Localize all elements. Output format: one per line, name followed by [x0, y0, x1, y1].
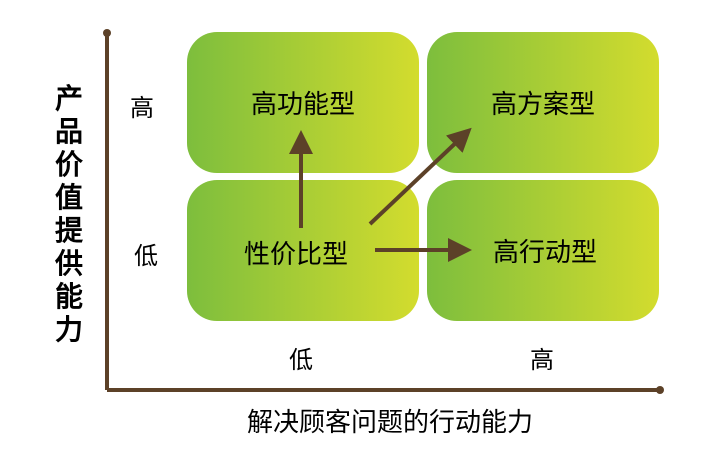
- arrow-diagonal: [368, 127, 472, 226]
- y-axis-end: [103, 29, 111, 37]
- quadrant-high-action: 高行动型: [427, 180, 659, 321]
- quadrant-label: 高行动型: [492, 238, 597, 268]
- y-tick-high: 高: [130, 94, 154, 122]
- quadrant-label: 性价比型: [243, 240, 348, 270]
- x-axis-label: 解决顾客问题的行动能力: [246, 408, 533, 438]
- x-tick-high: 高: [530, 346, 554, 374]
- x-tick-low: 低: [289, 346, 313, 374]
- x-axis-end: [656, 386, 664, 394]
- quadrant-label: 高方案型: [490, 90, 595, 120]
- y-tick-low: 低: [134, 242, 158, 270]
- y-axis-label: 产品价值提供能力: [54, 82, 83, 346]
- quadrant-label: 高功能型: [250, 90, 355, 120]
